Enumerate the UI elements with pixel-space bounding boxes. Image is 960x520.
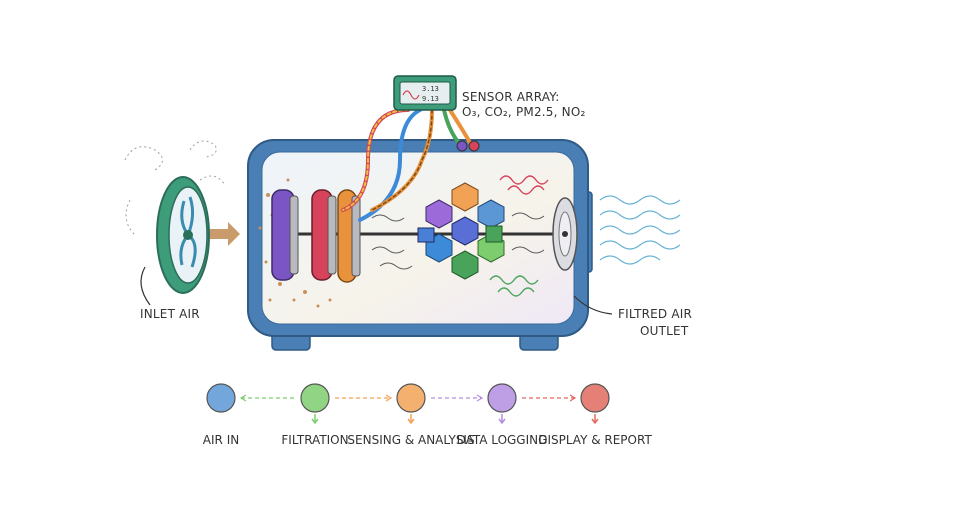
step-label-sensing: SENSING & ANALYSIS xyxy=(347,433,474,447)
step-label-display-report: DISPLAY & REPORT xyxy=(538,433,652,447)
filter-disc-2 xyxy=(312,190,336,280)
step-label-air-in: AIR IN xyxy=(203,433,239,447)
process-flow xyxy=(207,384,609,423)
step-circle-1 xyxy=(207,384,235,412)
step-label-filtration: FILTRATION xyxy=(281,433,348,447)
sensor-screen-bottom: 9.13 xyxy=(422,95,439,103)
flow-connector-3 xyxy=(431,395,482,401)
step-down-arrow-icon xyxy=(408,414,414,423)
inlet-air-label: INLET AIR xyxy=(140,307,200,321)
filter-disc-1 xyxy=(272,190,298,280)
step-label-data-logging: DATA LOGGING xyxy=(457,433,548,447)
filter-stack xyxy=(272,190,360,282)
sensor-display-unit: 3.13 9.13 xyxy=(394,76,456,110)
outlet-fan xyxy=(553,198,577,270)
inlet-pointer xyxy=(141,267,150,305)
sensor-screen-top: 3.13 xyxy=(422,85,439,93)
step-circle-5 xyxy=(581,384,609,412)
outlet-air-waves xyxy=(600,196,680,264)
step-down-arrow-icon xyxy=(499,414,505,423)
flow-connector-1 xyxy=(241,395,295,401)
inlet-fan xyxy=(157,177,209,293)
outlet-label-line2: OUTLET xyxy=(640,324,688,338)
flow-connector-2 xyxy=(335,395,391,401)
flow-connector-4 xyxy=(522,395,575,401)
step-circle-4 xyxy=(488,384,516,412)
inlet-arrow-icon xyxy=(210,222,240,246)
outlet-label-line1: FILTRED AIR xyxy=(618,307,692,321)
step-down-arrow-icon xyxy=(592,414,598,423)
sensor-array-title: SENSOR ARRAY: xyxy=(462,90,559,104)
step-down-arrow-icon xyxy=(312,414,318,423)
step-circle-3 xyxy=(397,384,425,412)
filter-disc-3 xyxy=(338,190,360,282)
sensor-array-gases: O₃, CO₂, PM2.5, NO₂ xyxy=(462,105,585,119)
housing xyxy=(248,140,592,350)
step-circle-2 xyxy=(301,384,329,412)
sensor-block-left xyxy=(418,228,434,242)
sensor-block-right xyxy=(486,226,502,242)
